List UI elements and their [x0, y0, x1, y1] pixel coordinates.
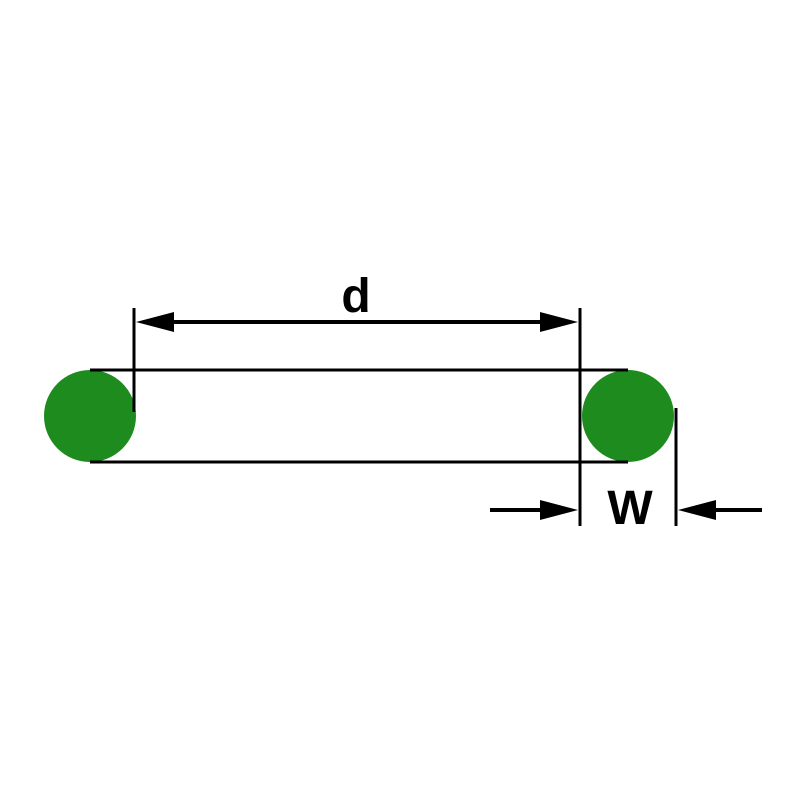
oring-left-cross-section [44, 370, 136, 462]
d-arrowhead-right-icon [540, 312, 578, 332]
w-label: W [607, 482, 653, 535]
d-arrowhead-left-icon [136, 312, 174, 332]
d-label: d [341, 270, 370, 323]
oring-right-cross-section [582, 370, 674, 462]
w-arrowhead-right-icon [678, 500, 716, 520]
w-arrowhead-left-icon [540, 500, 578, 520]
